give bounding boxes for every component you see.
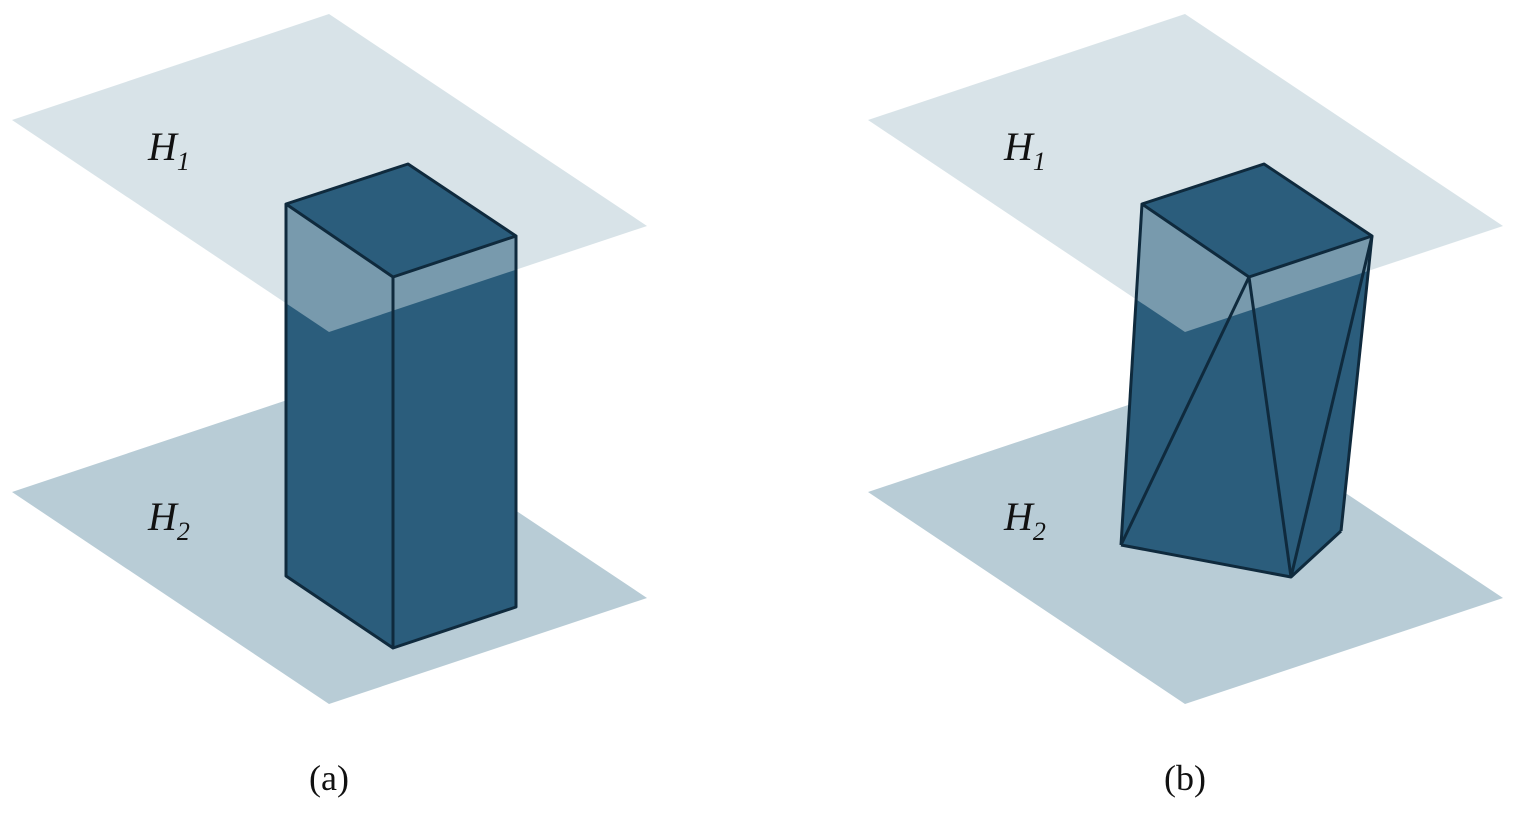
label-h2: H2: [147, 494, 190, 546]
label-h2: H2: [1003, 494, 1046, 546]
caption-b: (b): [1164, 758, 1206, 798]
prism-edges: [284, 162, 518, 650]
label-h1: H1: [147, 124, 190, 176]
panel-a: H1 H2 (a): [12, 14, 647, 798]
polytope-top-face: [1142, 164, 1372, 277]
prism-right-face: [393, 236, 516, 648]
caption-a: (a): [309, 758, 349, 798]
plane-h1: [12, 14, 647, 332]
label-h1: H1: [1003, 124, 1046, 176]
panel-b: H1 H2 (b): [868, 14, 1503, 798]
plane-h1: [868, 14, 1503, 332]
prism-top-face: [286, 164, 516, 277]
polytope-edges: [1119, 162, 1374, 579]
